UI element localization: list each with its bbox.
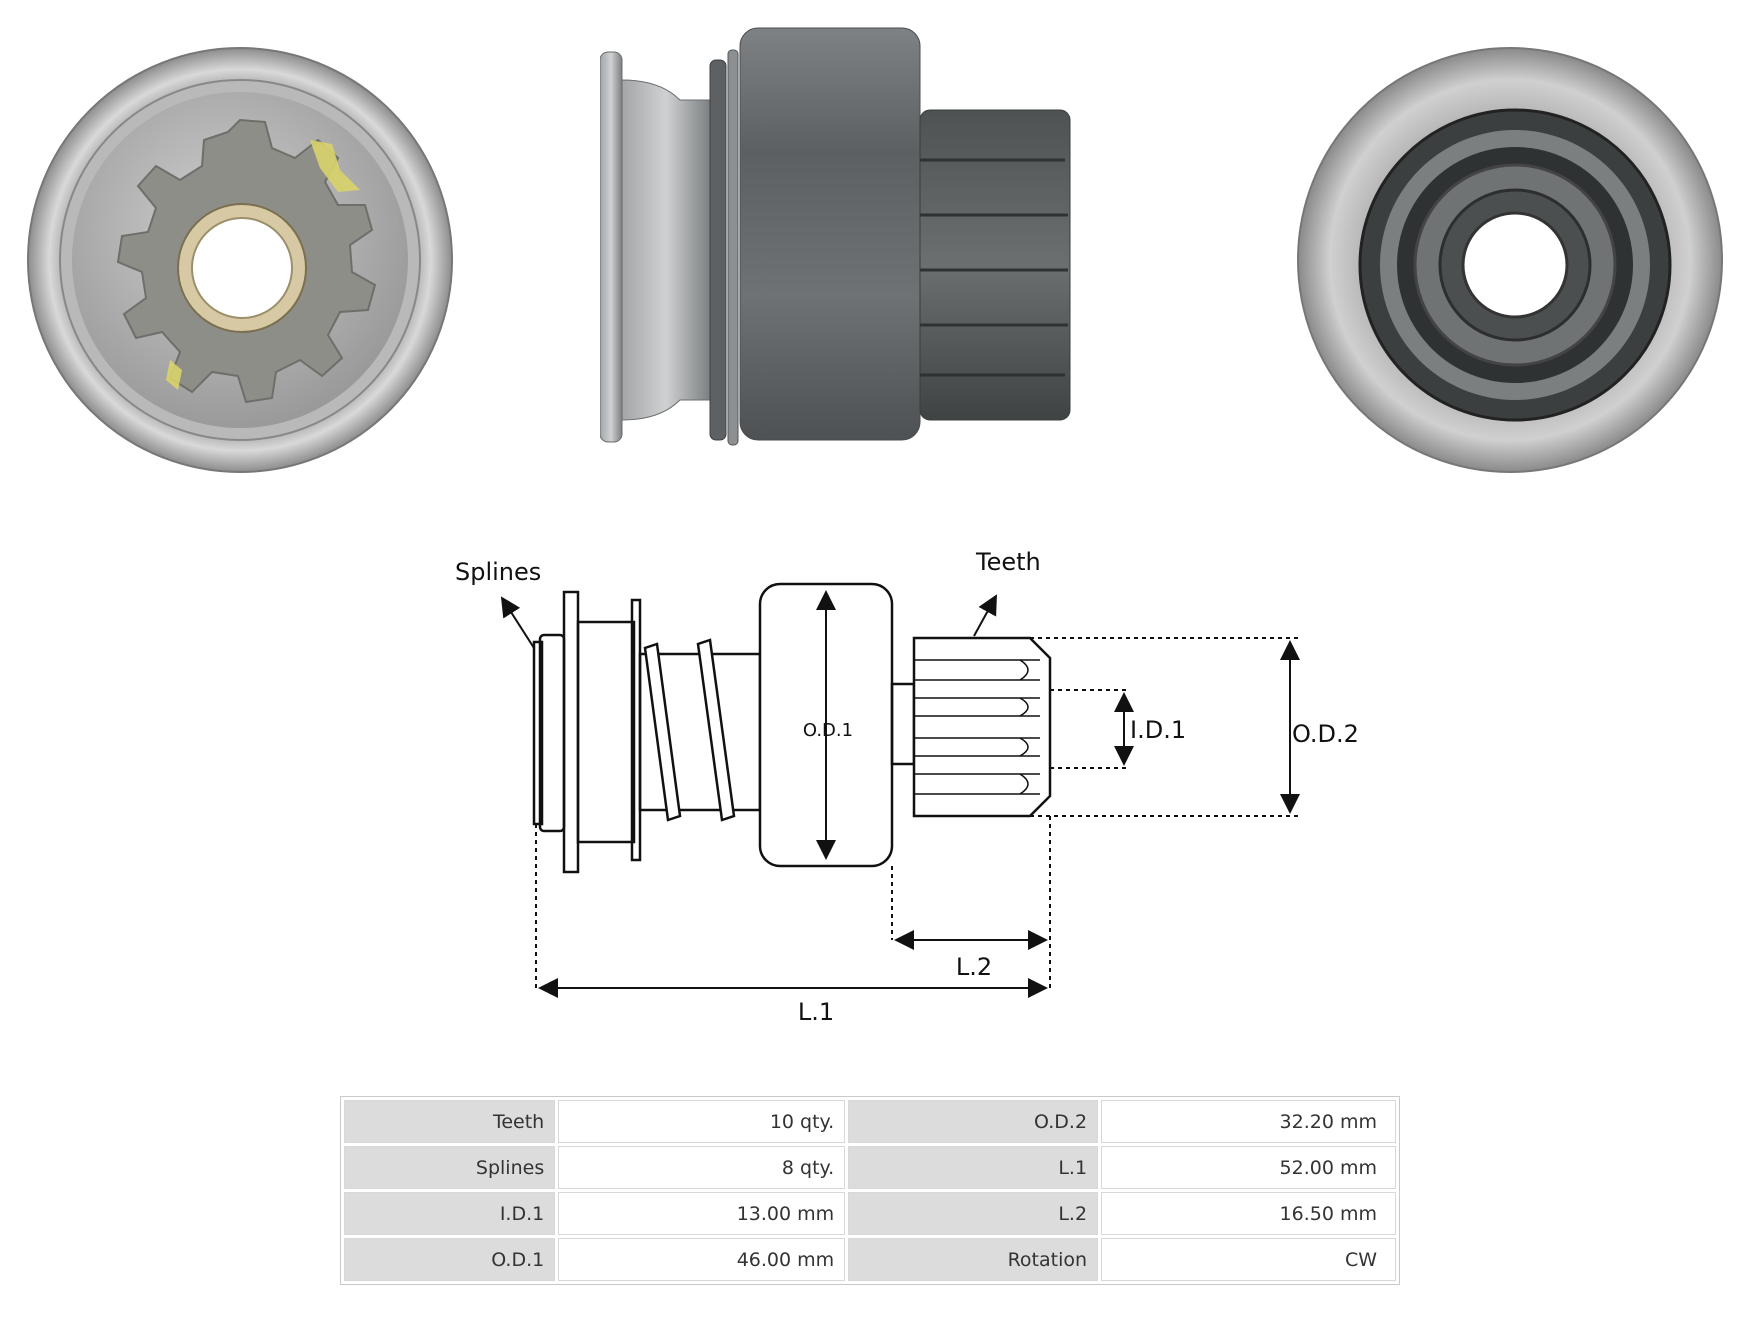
l1-label: L.1 — [798, 998, 834, 1026]
teeth-label: Teeth — [975, 548, 1041, 576]
table-row: Splines 8 qty. L.1 52.00 mm — [344, 1146, 1396, 1189]
spec-value: CW — [1101, 1238, 1396, 1281]
spec-key: O.D.1 — [344, 1238, 556, 1281]
spec-value: 13.00 mm — [558, 1192, 846, 1235]
spec-key: L.2 — [848, 1192, 1099, 1235]
spec-value: 46.00 mm — [558, 1238, 846, 1281]
od2-label: O.D.2 — [1292, 720, 1359, 748]
spec-value: 8 qty. — [558, 1146, 846, 1189]
l2-label: L.2 — [956, 953, 992, 981]
table-row: Teeth 10 qty. O.D.2 32.20 mm — [344, 1100, 1396, 1143]
spec-key: I.D.1 — [344, 1192, 556, 1235]
spec-key: Teeth — [344, 1100, 556, 1143]
spec-table: Teeth 10 qty. O.D.2 32.20 mm Splines 8 q… — [340, 1096, 1400, 1285]
pinion-front-photo — [27, 47, 453, 473]
spec-key: Splines — [344, 1146, 556, 1189]
table-row: I.D.1 13.00 mm L.2 16.50 mm — [344, 1192, 1396, 1235]
id1-label: I.D.1 — [1130, 716, 1186, 744]
pinion-side-photo — [600, 27, 1071, 446]
od1-label: O.D.1 — [803, 720, 853, 741]
pinion-back-photo — [1297, 47, 1723, 473]
splines-label: Splines — [455, 558, 541, 586]
spec-key: Rotation — [848, 1238, 1099, 1281]
spec-key: O.D.2 — [848, 1100, 1099, 1143]
spec-value: 10 qty. — [558, 1100, 846, 1143]
spec-value: 16.50 mm — [1101, 1192, 1396, 1235]
table-row: O.D.1 46.00 mm Rotation CW — [344, 1238, 1396, 1281]
dimension-diagram: Splines Teeth O.D.1 I.D.1 O.D.2 L.2 L.1 — [455, 548, 1359, 1026]
spec-key: L.1 — [848, 1146, 1099, 1189]
spec-value: 32.20 mm — [1101, 1100, 1396, 1143]
spec-value: 52.00 mm — [1101, 1146, 1396, 1189]
